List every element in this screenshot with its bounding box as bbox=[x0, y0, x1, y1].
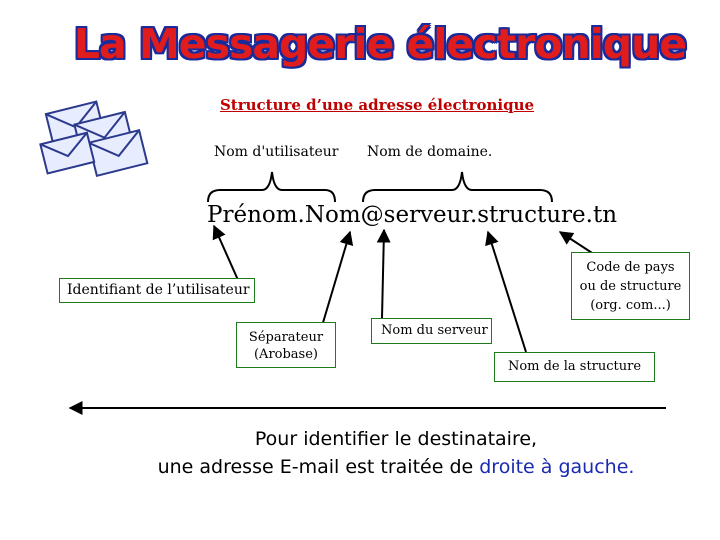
username-label: Nom d'utilisateur bbox=[214, 144, 339, 160]
arrow-structure bbox=[485, 230, 527, 353]
domain-brace bbox=[362, 171, 553, 203]
bottom-line-2-text: une adresse E-mail est traitée de bbox=[157, 456, 480, 478]
user-id-label: Identifiant de l’utilisateur bbox=[67, 282, 250, 298]
arrow-server bbox=[376, 228, 391, 319]
user-id-box: Identifiant de l’utilisateur bbox=[59, 278, 255, 303]
country-code-sublabel: ou de structure bbox=[579, 279, 682, 294]
structure-label: Nom de la structure bbox=[507, 359, 642, 374]
country-code-example: (org. com...) bbox=[590, 298, 671, 313]
username-brace bbox=[207, 171, 336, 203]
arrow-separator bbox=[321, 230, 354, 327]
country-code-box: Code de pays ou de structure (org. com..… bbox=[571, 252, 690, 320]
separator-label: Séparateur bbox=[248, 330, 324, 345]
bottom-line-1: Pour identifier le destinataire, bbox=[254, 428, 538, 450]
page-title: La Messagerie électronique bbox=[73, 20, 687, 68]
domain-label: Nom de domaine. bbox=[367, 144, 493, 160]
server-label: Nom du serveur bbox=[381, 323, 488, 338]
structure-box: Nom de la structure bbox=[494, 352, 655, 382]
envelopes-icon bbox=[39, 100, 149, 177]
right-to-left-highlight: droite à gauche. bbox=[479, 456, 635, 478]
server-box: Nom du serveur bbox=[371, 318, 492, 344]
subtitle: Structure d’une adresse électronique bbox=[219, 96, 535, 114]
country-code-label: Code de pays bbox=[586, 260, 675, 275]
email-address: Prénom.Nom@serveur.structure.tn bbox=[207, 202, 618, 228]
separator-box: Séparateur (Arobase) bbox=[236, 322, 336, 368]
separator-sublabel: (Arobase) bbox=[253, 347, 318, 362]
arrow-user-id bbox=[212, 224, 239, 281]
bottom-line-2: une adresse E-mail est traitée de droite… bbox=[0, 456, 720, 478]
